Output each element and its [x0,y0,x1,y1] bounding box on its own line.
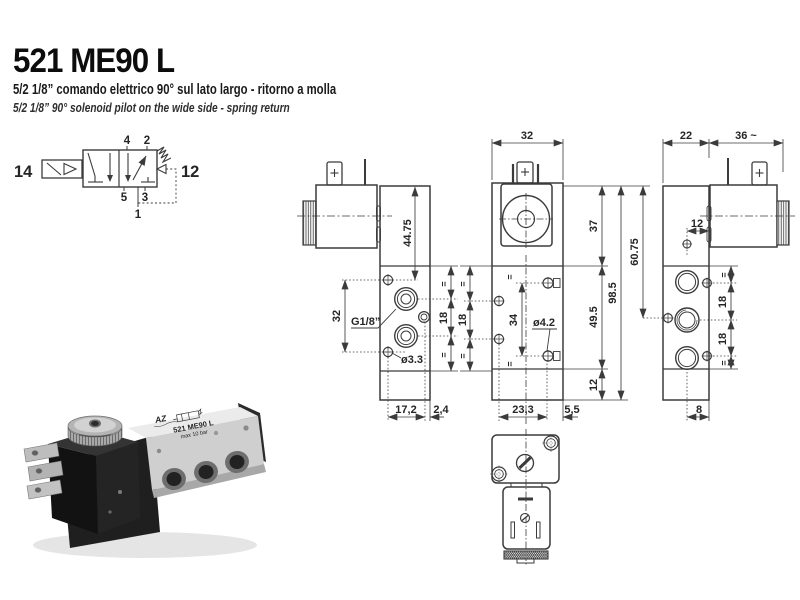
dim-5-5: 5,5 [564,404,579,416]
pilot-triangle-icon [155,163,167,175]
equal-mark: = [505,274,515,279]
manual-override-knob-side [776,200,790,246]
product-photo: AZ 521 ME90 L max 10 bar [23,403,266,558]
label-symbol-engraving [173,408,203,423]
symbol-port-12-label: 12 [181,163,199,181]
dim-18-upper: 18 [717,296,729,308]
symbol-port-2-label: 2 [144,135,150,147]
dim-18-lower: 18 [717,333,729,345]
port-holes [156,425,249,491]
dim-36: 36 ~ [735,130,757,142]
dim-34: 34 [508,313,520,326]
dim-49-5: 49.5 [588,306,600,327]
symbol-port-5-label: 5 [121,192,128,204]
dim-60-75: 60.75 [629,238,641,266]
dim-32-screws: 32 [331,310,343,322]
symbol-port-4-label: 4 [124,135,131,147]
dim-8: 8 [696,404,702,416]
coil-outline [500,183,553,247]
spade-terminals [23,442,64,500]
valve-body-top-face [128,407,258,438]
side-view-drawing: G1/8” ø3.3 44.75 32 = 18 = [297,159,497,421]
dim-98-5: 98.5 [607,282,619,303]
mounting-hole-label: ø4.2 [533,317,555,329]
symbol-port-14-label: 14 [14,163,33,181]
subtitle-english: 5/2 1/8” 90° solenoid pilot on the wide … [13,100,290,115]
bottom-view-drawing [490,429,560,566]
equal-mark: = [505,361,515,366]
equal-mark: = [719,360,729,365]
equal-mark: = [439,352,449,357]
manual-override-knob-photo [67,415,123,447]
spring-return-icon [156,146,172,164]
dim-22: 22 [680,130,692,142]
equal-mark: = [458,353,468,358]
equal-mark: = [458,281,468,286]
symbol-port-1-label: 1 [135,209,142,221]
dim-18-ports: 18 [438,312,450,324]
brand-logo: AZ [153,413,168,425]
right-side-view-drawing: 22 36 ~ 12 [662,130,795,421]
manual-override-knob-side [302,200,317,246]
dim-44-75: 44.75 [402,219,414,247]
knurled-knob-end [503,550,549,560]
dim-23-3: 23,3 [512,404,533,416]
coil-outline [315,184,378,249]
pilot-hole-label: ø3.3 [401,354,423,366]
label-rating-text: max 10 bar [180,429,208,440]
dim-12-pilot: 12 [691,218,703,230]
pneumatic-symbol: 14 12 [14,135,199,221]
valve-body-outline [379,185,431,401]
dim-2-4: 2,4 [433,404,449,416]
dim-37: 37 [588,220,600,232]
dim-17-2: 17,2 [395,404,416,416]
thread-size-label: G1/8” [351,316,380,328]
equal-mark: = [719,272,729,277]
page-title: 521 ME90 L [13,42,175,80]
valve-body-outline [662,185,710,401]
dim-12-base: 12 [588,379,600,391]
dim-width-32: 32 [521,130,533,142]
equal-mark: = [439,281,449,286]
solenoid-operator-icon [41,159,83,179]
subtitle-italian: 5/2 1/8” comando elettrico 90° sul lato … [13,82,337,98]
symbol-port-3-label: 3 [142,192,148,204]
dim-18-holes: 18 [457,314,469,326]
front-view-drawing: 34 = = ø4.2 32 37 49.5 12 98.5 60. [491,130,664,424]
